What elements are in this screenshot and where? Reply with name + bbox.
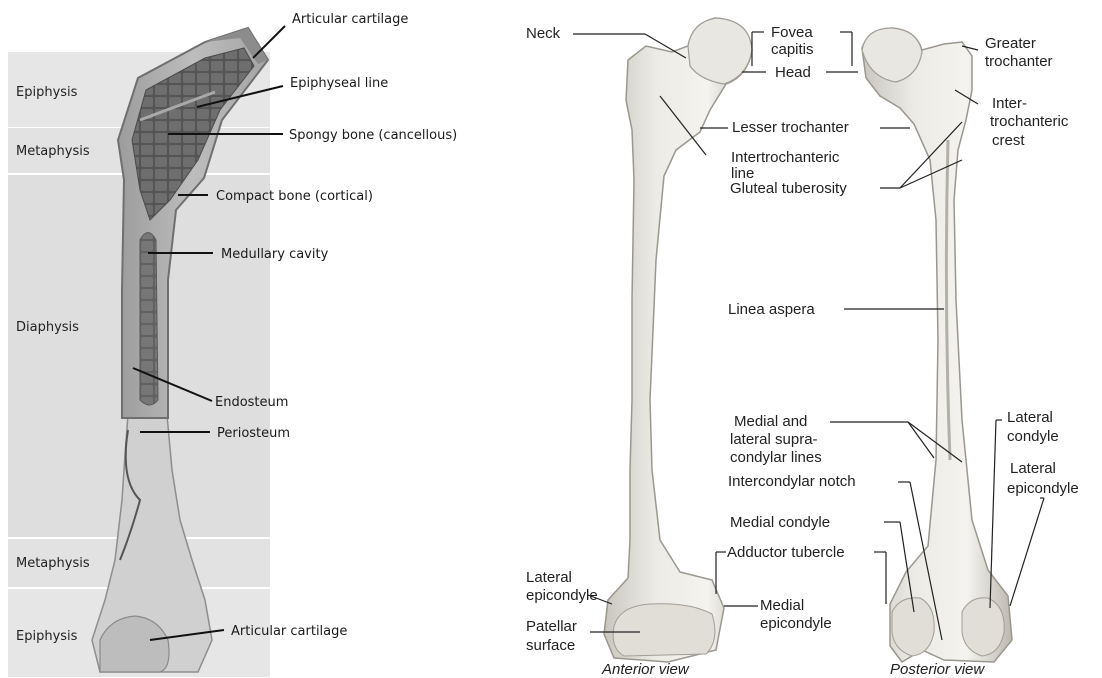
region-label: Metaphysis (16, 144, 90, 159)
label-supracondylar-lines: condylar lines (730, 449, 822, 466)
label-intertrochanteric-crest: crest (992, 132, 1025, 149)
label-lateral-condyle: condyle (1007, 428, 1059, 445)
femur-anterior-head (688, 18, 752, 84)
label-fovea-capitis: capitis (771, 41, 814, 58)
region-label: Metaphysis (16, 556, 90, 571)
label-articular-cartilage-bottom: Articular cartilage (231, 624, 347, 639)
label-intertrochanteric-crest: Inter- (992, 95, 1027, 112)
medullary-cavity (140, 233, 158, 406)
label-lateral-epicondyle-posterior: Lateral (1010, 460, 1056, 477)
leader-line (908, 422, 934, 458)
label-greater-trochanter: trochanter (985, 53, 1053, 70)
label-medial-epicondyle: epicondyle (760, 615, 832, 632)
label-endosteum: Endosteum (215, 395, 288, 410)
leader-line (1010, 498, 1044, 606)
label-lateral-epicondyle-anterior: Lateral (526, 569, 572, 586)
label-anterior-view: Anterior view (601, 661, 690, 678)
label-periosteum: Periosteum (217, 426, 290, 441)
label-articular-cartilage-top: Articular cartilage (292, 12, 408, 27)
femur-anterior (604, 18, 752, 662)
label-greater-trochanter: Greater (985, 35, 1036, 52)
label-adductor-tubercle: Adductor tubercle (727, 544, 845, 561)
label-medial-epicondyle: Medial (760, 597, 804, 614)
region-label: Diaphysis (16, 320, 79, 335)
label-medial-condyle: Medial condyle (730, 514, 830, 531)
label-supracondylar-lines: Medial and (734, 413, 807, 430)
femur-anterior-condyles (613, 604, 715, 656)
label-medullary-cavity: Medullary cavity (221, 247, 329, 262)
label-fovea-capitis: Fovea (771, 24, 813, 41)
label-lesser-trochanter: Lesser trochanter (732, 119, 849, 136)
label-neck: Neck (526, 25, 561, 42)
region-label: Epiphysis (16, 85, 78, 100)
label-head: Head (775, 64, 811, 81)
label-intertrochanteric-crest: trochanteric (990, 113, 1069, 130)
label-spongy-bone: Spongy bone (cancellous) (289, 128, 457, 143)
label-epiphyseal-line: Epiphyseal line (290, 76, 388, 91)
label-supracondylar-lines: lateral supra- (730, 431, 818, 448)
femur-views-diagram: Neck Fovea capitis Head Greater trochant… (526, 18, 1079, 678)
label-lateral-epicondyle-posterior: epicondyle (1007, 480, 1079, 497)
label-linea-aspera: Linea aspera (728, 301, 815, 318)
label-patellar-surface: surface (526, 637, 575, 654)
bone-section-diagram: Epiphysis Metaphysis Diaphysis Metaphysi… (8, 12, 457, 677)
region-label: Epiphysis (16, 629, 78, 644)
label-gluteal-tuberosity: Gluteal tuberosity (730, 180, 847, 197)
label-lateral-condyle: Lateral (1007, 409, 1053, 426)
label-intertrochanteric-line: Intertrochanteric (731, 149, 840, 166)
label-compact-bone: Compact bone (cortical) (216, 189, 373, 204)
label-intercondylar-notch: Intercondylar notch (728, 473, 856, 490)
label-patellar-surface: Patellar (526, 618, 577, 635)
label-lateral-epicondyle-anterior: epicondyle (526, 587, 598, 604)
label-posterior-view: Posterior view (890, 661, 985, 678)
